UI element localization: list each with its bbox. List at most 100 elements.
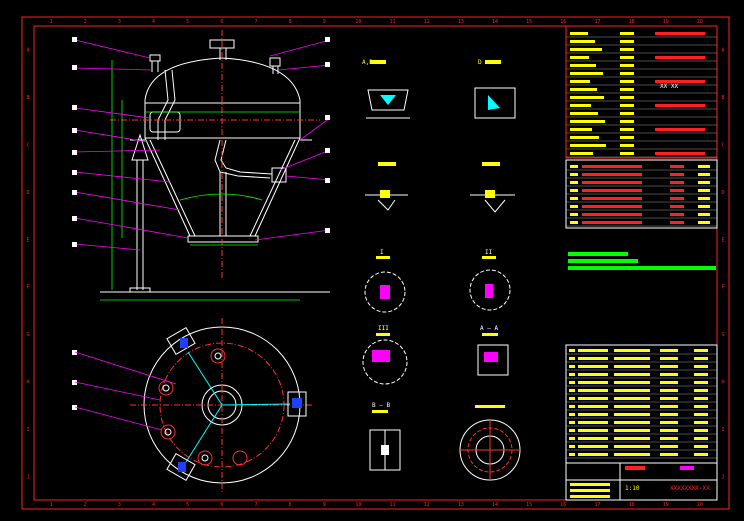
detail-view-d[interactable]: D bbox=[474, 59, 516, 119]
part-material bbox=[660, 349, 678, 352]
spec-label bbox=[570, 64, 596, 67]
part-weight bbox=[694, 429, 708, 432]
column-label-7: 7 bbox=[254, 502, 257, 508]
part-material bbox=[660, 413, 678, 416]
column-label-17: 17 bbox=[594, 19, 600, 25]
plan-leaders bbox=[74, 351, 177, 431]
detail-view-iii[interactable]: III bbox=[362, 325, 408, 385]
part-name bbox=[614, 437, 650, 440]
column-label-16: 16 bbox=[560, 502, 566, 508]
column-label-15: 15 bbox=[526, 502, 532, 508]
column-label-13: 13 bbox=[458, 19, 464, 25]
row-label-A: A bbox=[26, 48, 29, 54]
title-block[interactable]: XXXXXXXX-XX 1:10 bbox=[565, 462, 718, 501]
detail-view-e[interactable] bbox=[365, 162, 408, 211]
part-name bbox=[614, 453, 650, 456]
row-label-H: H bbox=[721, 380, 724, 386]
parts-list-table[interactable] bbox=[565, 344, 718, 464]
column-label-5: 5 bbox=[186, 19, 189, 25]
part-name bbox=[614, 397, 650, 400]
nozzle-qty bbox=[698, 205, 710, 208]
nozzle-id bbox=[570, 165, 578, 168]
part-name bbox=[614, 429, 650, 432]
part-material bbox=[660, 381, 678, 384]
row-label-G: G bbox=[26, 332, 29, 338]
balloon-markers bbox=[72, 37, 330, 410]
nozzle-size bbox=[670, 197, 684, 200]
column-label-19: 19 bbox=[663, 502, 669, 508]
part-name bbox=[614, 381, 650, 384]
plan-blue-parts bbox=[178, 338, 302, 472]
column-label-20: 20 bbox=[697, 19, 703, 25]
part-no bbox=[569, 413, 575, 416]
spec-value bbox=[620, 144, 634, 147]
section-view-flange[interactable] bbox=[459, 405, 521, 481]
part-no bbox=[569, 445, 575, 448]
part-code bbox=[578, 373, 608, 376]
nozzle-size bbox=[670, 189, 684, 192]
column-label-1: 1 bbox=[50, 19, 53, 25]
row-label-E: E bbox=[721, 237, 724, 243]
part-weight bbox=[694, 381, 708, 384]
detail-view-ii[interactable]: II bbox=[469, 249, 511, 311]
section-view-bb[interactable]: B — B bbox=[369, 402, 401, 471]
detail-ab-label: A,B bbox=[362, 59, 373, 66]
drawing-number: XXXXXXXX-XX bbox=[670, 485, 710, 492]
part-material bbox=[660, 421, 678, 424]
part-weight bbox=[694, 445, 708, 448]
column-label-2: 2 bbox=[84, 19, 87, 25]
column-label-13: 13 bbox=[458, 502, 464, 508]
part-material bbox=[660, 389, 678, 392]
column-label-8: 8 bbox=[289, 502, 292, 508]
nozzle-table[interactable] bbox=[565, 159, 718, 229]
row-label-C: C bbox=[26, 143, 29, 149]
detail-d-label: D bbox=[478, 59, 482, 66]
part-name bbox=[614, 365, 650, 368]
column-label-3: 3 bbox=[118, 502, 121, 508]
row-label-D: D bbox=[721, 190, 724, 196]
detail-view-f[interactable] bbox=[470, 162, 515, 213]
column-label-8: 8 bbox=[289, 19, 292, 25]
part-no bbox=[569, 429, 575, 432]
part-weight bbox=[694, 453, 708, 456]
spec-value-red bbox=[655, 128, 705, 131]
nozzle-qty bbox=[698, 213, 710, 216]
part-no bbox=[569, 437, 575, 440]
spec-value bbox=[620, 152, 634, 155]
nozzle-qty bbox=[698, 197, 710, 200]
part-code bbox=[578, 381, 608, 384]
part-no bbox=[569, 349, 575, 352]
section-view-aa[interactable]: A — A bbox=[477, 325, 509, 376]
nozzle-spec bbox=[582, 197, 642, 200]
nozzle-spec bbox=[582, 213, 642, 216]
spec-value-red bbox=[655, 80, 705, 83]
detail-iii-label: III bbox=[378, 325, 389, 332]
nozzle-qty bbox=[698, 221, 710, 224]
spec-text: XX XX bbox=[660, 83, 678, 90]
row-label-B: B bbox=[26, 95, 29, 101]
spec-label bbox=[570, 88, 597, 91]
part-weight bbox=[694, 349, 708, 352]
part-name bbox=[614, 421, 650, 424]
detail-view-i[interactable]: I bbox=[364, 249, 406, 313]
part-weight bbox=[694, 397, 708, 400]
row-label-J: J bbox=[721, 474, 724, 480]
part-code bbox=[578, 405, 608, 408]
part-weight bbox=[694, 421, 708, 424]
column-label-19: 19 bbox=[663, 19, 669, 25]
nozzle-qty bbox=[698, 181, 710, 184]
row-label-I: I bbox=[721, 427, 724, 433]
nozzle-size bbox=[670, 181, 684, 184]
detail-view-ab[interactable]: A,B bbox=[362, 59, 410, 119]
spec-value bbox=[620, 128, 634, 131]
section-bb-label: B — B bbox=[372, 402, 390, 409]
tech-spec-table[interactable]: XX XX bbox=[565, 25, 718, 159]
spec-label bbox=[570, 56, 589, 59]
row-label-I: I bbox=[26, 427, 29, 433]
spec-label bbox=[570, 96, 604, 99]
part-no bbox=[569, 357, 575, 360]
detail-i-label: I bbox=[380, 249, 384, 256]
part-code bbox=[578, 413, 608, 416]
nozzle-size bbox=[670, 221, 684, 224]
